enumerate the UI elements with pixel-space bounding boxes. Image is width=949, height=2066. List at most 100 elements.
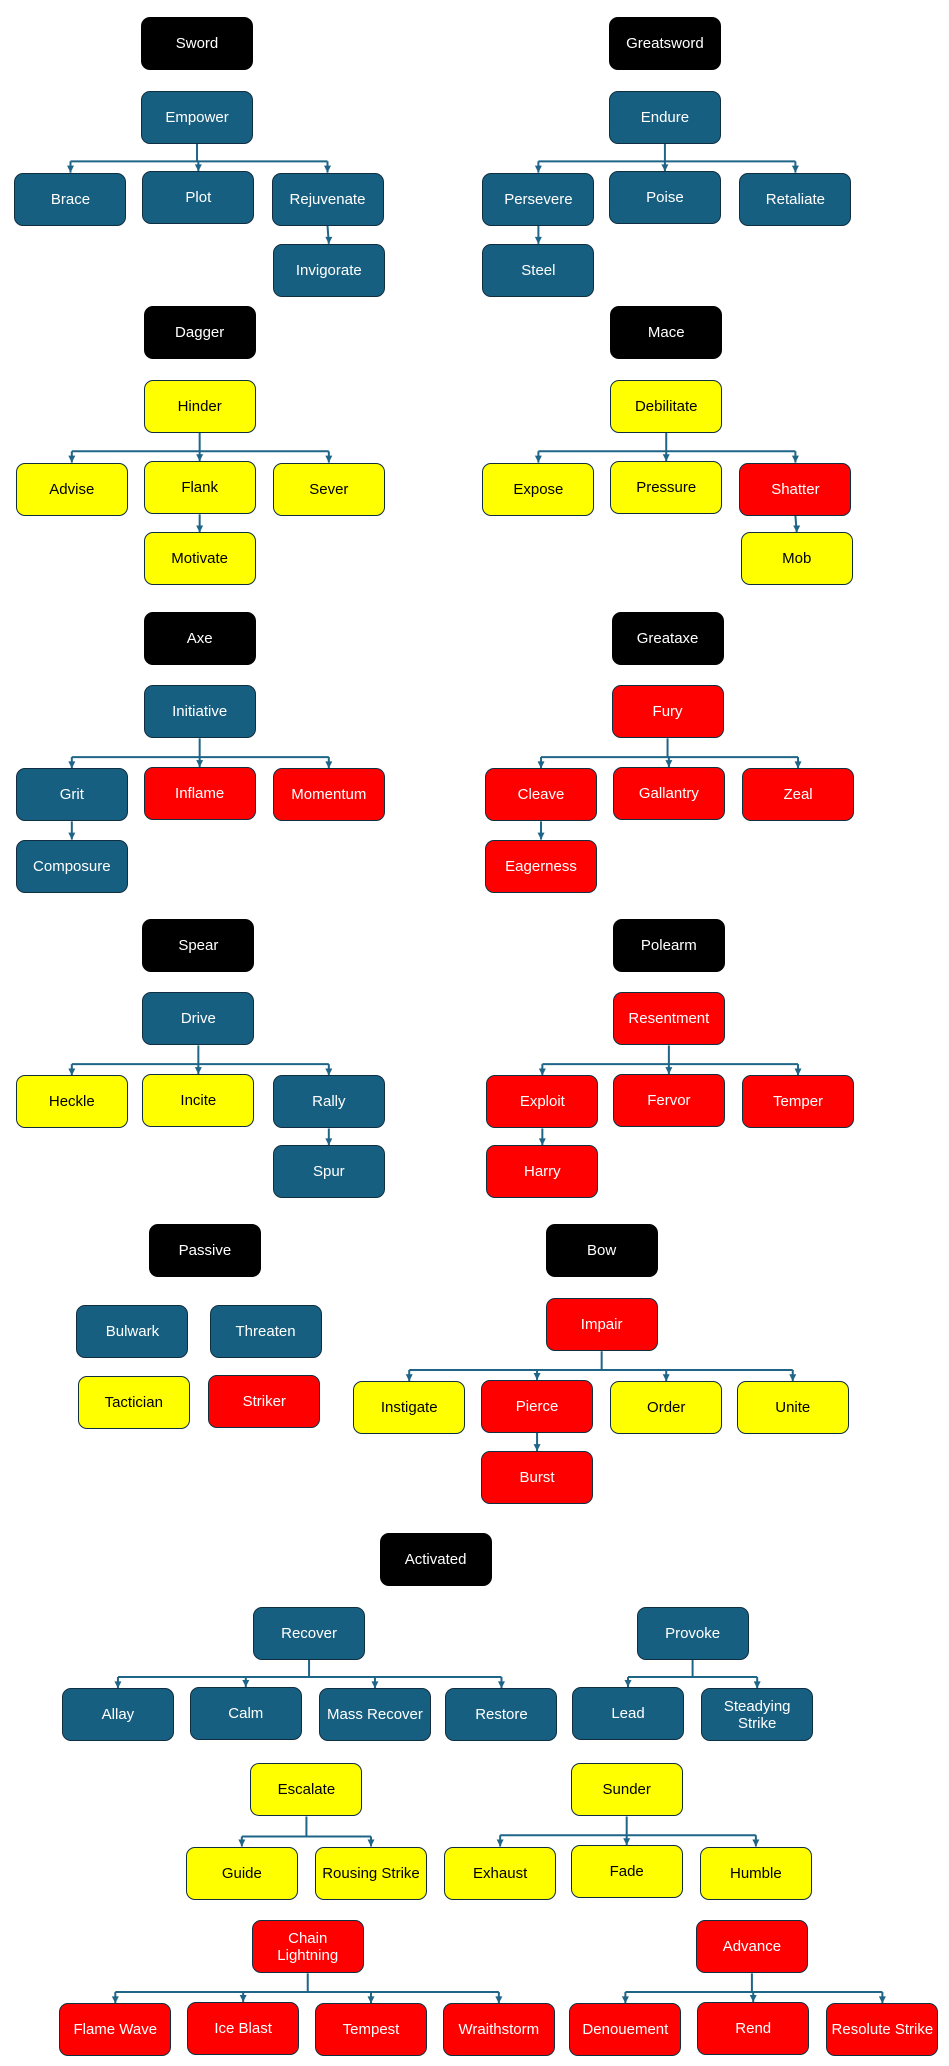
arrowhead-icon bbox=[194, 164, 202, 172]
node-label: Exhaust bbox=[473, 1864, 528, 1882]
node-label: Greataxe bbox=[636, 629, 699, 647]
skill-node-massrecover: Mass Recover bbox=[318, 1688, 431, 1742]
category-header-spear: Spear bbox=[142, 918, 255, 972]
category-header-activated: Activated bbox=[379, 1532, 492, 1586]
node-label: Exploit bbox=[519, 1093, 565, 1111]
arrowhead-icon bbox=[405, 1374, 413, 1382]
node-label: Brace bbox=[50, 190, 91, 208]
node-label: Chain Lightning bbox=[277, 1929, 339, 1964]
skill-node-impair: Impair bbox=[545, 1298, 658, 1352]
node-label: Calm bbox=[228, 1705, 264, 1723]
category-header-dagger: Dagger bbox=[143, 305, 256, 359]
skill-node-gallantry: Gallantry bbox=[612, 767, 725, 821]
node-label: Endure bbox=[640, 108, 690, 126]
skill-node-tactician: Tactician bbox=[77, 1375, 190, 1429]
node-label: Fury bbox=[652, 703, 683, 721]
node-label: Humble bbox=[730, 1864, 782, 1882]
arrowhead-icon bbox=[533, 1444, 541, 1452]
node-label: Incite bbox=[180, 1092, 217, 1110]
arrowhead-icon bbox=[325, 1068, 333, 1076]
arrowhead-icon bbox=[794, 761, 802, 769]
arrowhead-icon bbox=[68, 1068, 76, 1076]
skill-node-invigorate: Invigorate bbox=[272, 243, 385, 297]
arrowhead-icon bbox=[533, 1372, 541, 1380]
node-label: Zeal bbox=[783, 786, 813, 804]
arrowhead-icon bbox=[794, 1068, 802, 1076]
skill-node-denouement: Denouement bbox=[569, 2003, 682, 2057]
skill-node-spur: Spur bbox=[272, 1145, 385, 1199]
skill-node-chain: Chain Lightning bbox=[251, 1920, 364, 1974]
arrowhead-icon bbox=[367, 1839, 375, 1847]
node-label: Cleave bbox=[517, 786, 565, 804]
arrowhead-icon bbox=[534, 236, 542, 244]
skill-node-debilitate: Debilitate bbox=[610, 379, 723, 433]
skill-node-recover: Recover bbox=[253, 1606, 366, 1660]
node-label: Resolute Strike bbox=[831, 2021, 934, 2039]
arrowhead-icon bbox=[196, 760, 204, 768]
node-label: Gallantry bbox=[638, 785, 699, 803]
skill-node-rend: Rend bbox=[697, 2002, 810, 2056]
node-label: Resentment bbox=[628, 1010, 710, 1028]
skill-node-restore: Restore bbox=[445, 1688, 558, 1742]
node-label: Flank bbox=[181, 479, 218, 497]
arrowhead-icon bbox=[662, 1374, 670, 1382]
arrowhead-icon bbox=[242, 1680, 250, 1688]
category-header-polearm: Polearm bbox=[612, 918, 725, 972]
category-header-passive: Passive bbox=[148, 1224, 261, 1278]
arrowhead-icon bbox=[66, 165, 74, 173]
node-label: Ice Blast bbox=[214, 2020, 272, 2038]
arrowhead-icon bbox=[753, 1681, 761, 1689]
skill-node-advise: Advise bbox=[15, 462, 128, 516]
node-label: Spur bbox=[312, 1163, 345, 1181]
node-label: Greatsword bbox=[626, 35, 704, 53]
node-label: Eagerness bbox=[505, 857, 577, 875]
skill-node-instigate: Instigate bbox=[353, 1381, 466, 1435]
skill-node-initiative: Initiative bbox=[143, 685, 256, 739]
skill-node-temper: Temper bbox=[742, 1075, 855, 1129]
skill-node-unite: Unite bbox=[736, 1381, 849, 1435]
arrowhead-icon bbox=[752, 1839, 760, 1847]
skill-node-burst: Burst bbox=[481, 1451, 594, 1505]
skill-node-persevere: Persevere bbox=[482, 172, 595, 226]
node-label: Instigate bbox=[380, 1399, 438, 1417]
skill-node-zeal: Zeal bbox=[742, 768, 855, 822]
category-header-bow: Bow bbox=[545, 1224, 658, 1278]
arrowhead-icon bbox=[662, 454, 670, 462]
arrowhead-icon bbox=[534, 165, 542, 173]
arrowhead-icon bbox=[791, 455, 799, 463]
skill-node-wraithstorm: Wraithstorm bbox=[442, 2003, 555, 2057]
arrowhead-icon bbox=[665, 1067, 673, 1075]
node-label: Advise bbox=[49, 480, 95, 498]
node-label: Burst bbox=[519, 1469, 555, 1487]
skill-node-expose: Expose bbox=[482, 462, 595, 516]
node-label: Persevere bbox=[504, 190, 573, 208]
node-label: Drive bbox=[180, 1010, 216, 1028]
node-label: Sword bbox=[175, 35, 219, 53]
skill-node-order: Order bbox=[610, 1381, 723, 1435]
arrowhead-icon bbox=[623, 1838, 631, 1846]
node-label: Bow bbox=[587, 1242, 617, 1260]
skill-node-empower: Empower bbox=[141, 90, 254, 144]
skill-node-resolute: Resolute Strike bbox=[826, 2003, 939, 2057]
node-label: Steadying Strike bbox=[723, 1697, 791, 1732]
node-label: Rally bbox=[312, 1093, 346, 1111]
node-label: Hinder bbox=[177, 397, 222, 415]
node-label: Flame Wave bbox=[73, 2021, 158, 2039]
node-label: Momentum bbox=[291, 786, 367, 804]
arrowhead-icon bbox=[367, 1996, 375, 2004]
skill-node-brace: Brace bbox=[14, 172, 127, 226]
arrowhead-icon bbox=[111, 1996, 119, 2004]
skill-node-humble: Humble bbox=[699, 1846, 812, 1900]
node-label: Passive bbox=[178, 1242, 232, 1260]
skill-node-retaliate: Retaliate bbox=[739, 172, 852, 226]
category-header-sword: Sword bbox=[141, 17, 254, 71]
arrowhead-icon bbox=[537, 761, 545, 769]
skill-node-flank: Flank bbox=[143, 461, 256, 515]
skill-node-incite: Incite bbox=[142, 1074, 255, 1128]
skill-node-composure: Composure bbox=[15, 839, 128, 893]
skill-node-hinder: Hinder bbox=[143, 379, 256, 433]
skill-node-threaten: Threaten bbox=[209, 1304, 322, 1358]
node-label: Lead bbox=[611, 1705, 645, 1723]
node-label: Wraithstorm bbox=[458, 2021, 540, 2039]
node-label: Provoke bbox=[665, 1624, 721, 1642]
